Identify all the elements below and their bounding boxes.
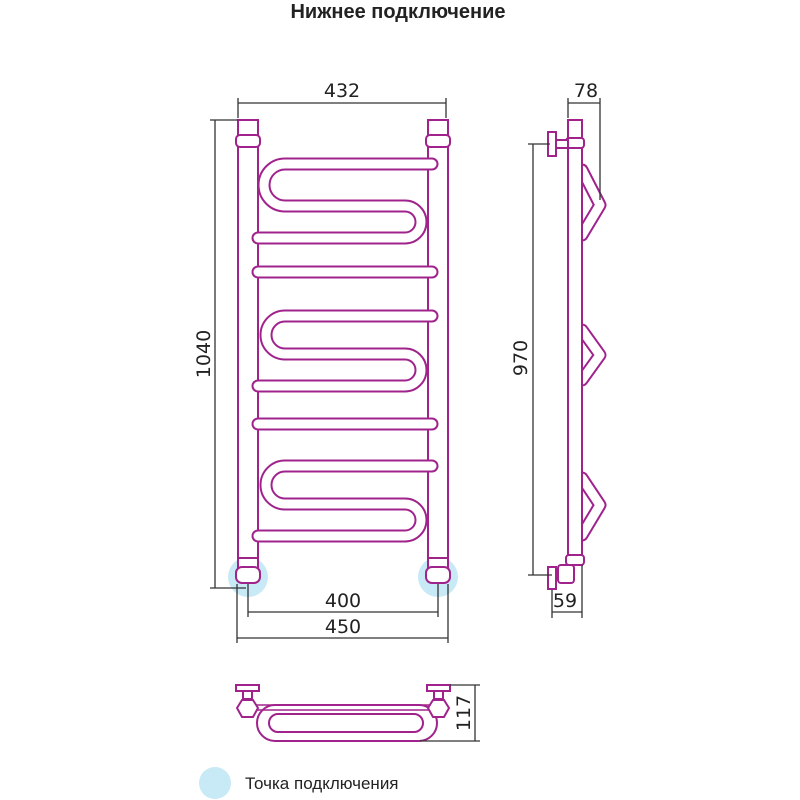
dim-line-1040 — [210, 119, 246, 589]
side-bottom-nut — [565, 554, 585, 566]
front-view: 432 1040 400 450 — [193, 80, 451, 643]
side-bottom-valve-cap — [547, 566, 557, 590]
top-left-hex — [235, 699, 260, 718]
legend-label: Точка подключения — [245, 774, 399, 793]
right-riser — [427, 119, 449, 581]
dim-label-117: 117 — [453, 695, 475, 731]
dim-label-400: 400 — [325, 590, 361, 612]
side-top-valve-stem — [555, 139, 569, 149]
connection-point-legend-icon — [199, 767, 231, 799]
dim-line-970 — [528, 143, 552, 576]
dim-label-59: 59 — [553, 590, 577, 612]
dim-label-78: 78 — [574, 80, 598, 102]
dim-line-78 — [567, 98, 601, 200]
dim-label-450: 450 — [325, 616, 361, 638]
top-right-stem — [433, 690, 444, 700]
dim-line-400 — [247, 584, 439, 617]
dim-label-432: 432 — [324, 80, 360, 102]
dim-line-117 — [420, 684, 480, 742]
dim-line-59 — [551, 565, 583, 618]
side-bottom-valve — [557, 564, 575, 584]
right-top-nut — [425, 134, 451, 148]
dim-line-432 — [237, 98, 447, 118]
top-right-hex — [426, 699, 451, 718]
left-top-nut — [235, 134, 261, 148]
side-riser — [567, 119, 583, 566]
top-left-stem — [242, 690, 253, 700]
legend: Точка подключения — [199, 767, 399, 799]
dim-label-970: 970 — [510, 340, 532, 376]
right-valve — [425, 566, 451, 584]
serpentine-pipes — [251, 157, 439, 543]
left-valve — [235, 566, 261, 584]
side-view: 78 970 59 — [510, 80, 607, 618]
left-riser — [237, 119, 259, 581]
page-title: Нижнее подключение — [290, 1, 505, 23]
top-view: 117 — [235, 684, 480, 742]
dim-line-450 — [236, 584, 449, 643]
dim-label-1040: 1040 — [193, 330, 215, 378]
